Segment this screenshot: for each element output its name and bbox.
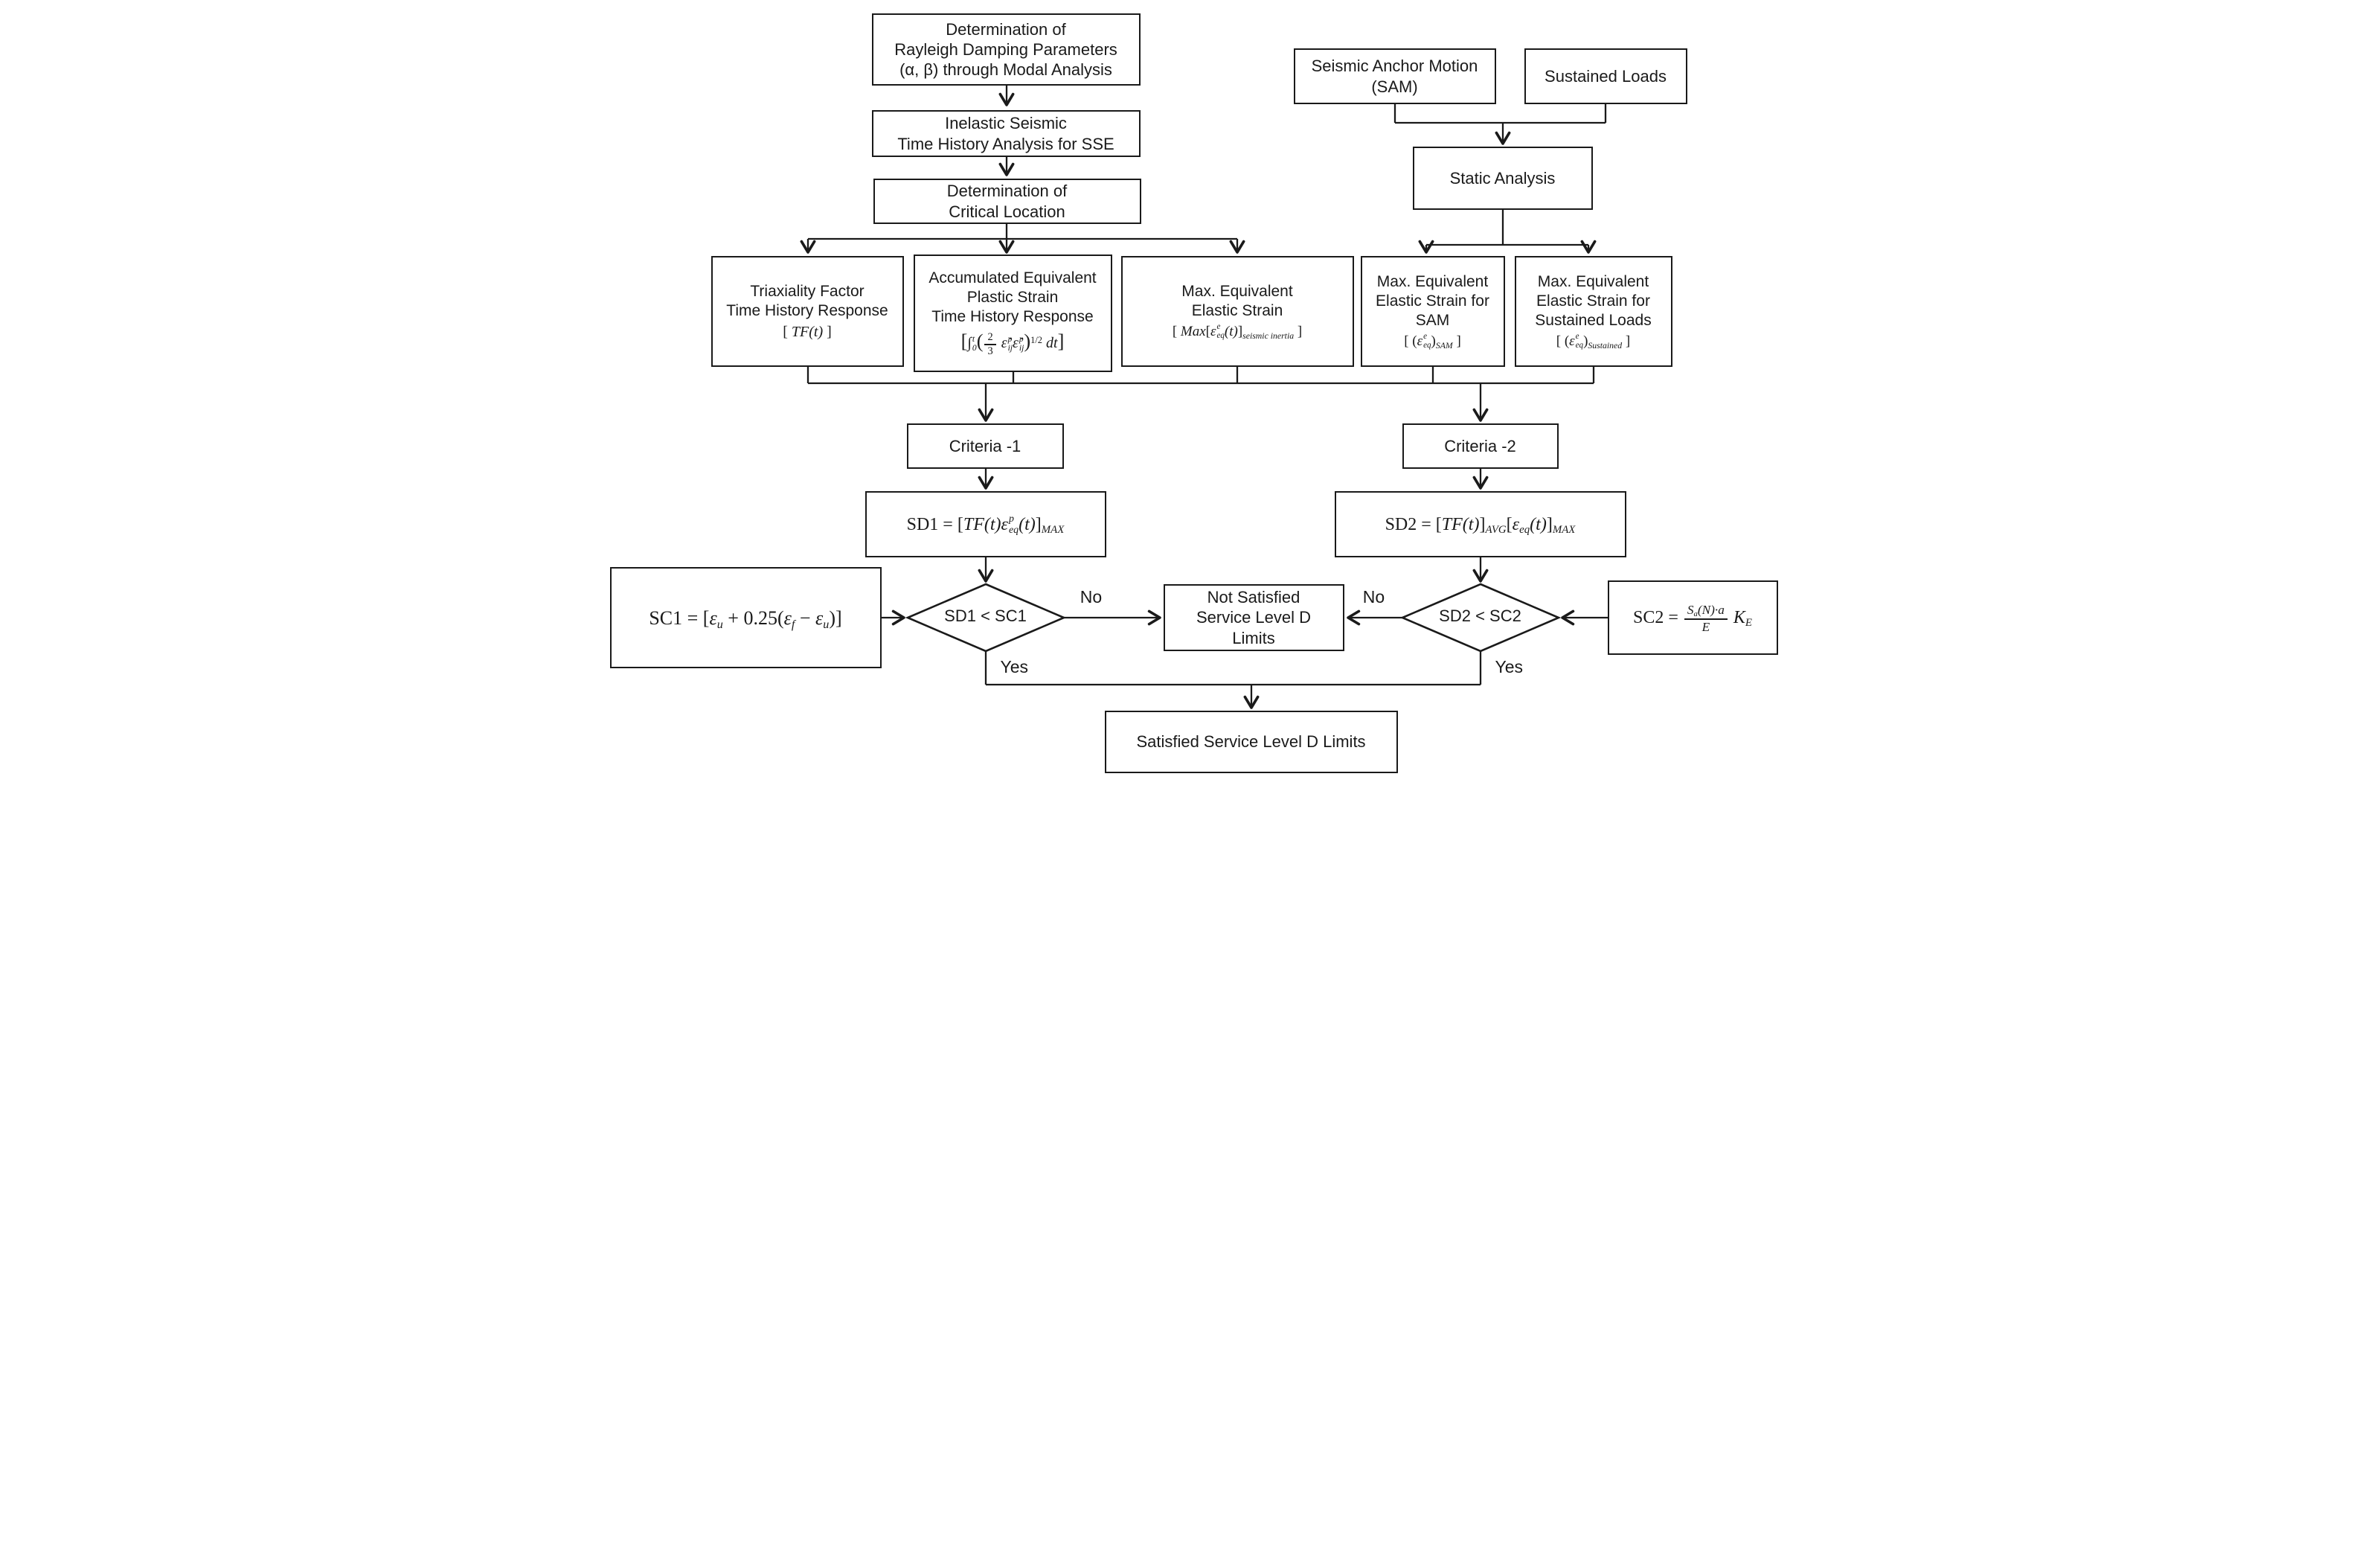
node-formula: SC1 = [εu + 0.25(εf − εu)] <box>649 607 842 631</box>
node-not-satisfied: Not Satisfied Service Level D Limits <box>1163 584 1344 651</box>
node-rayleigh-damping: Determination of Rayleigh Damping Parame… <box>871 13 1141 86</box>
edge-label-no-1: No <box>1080 587 1103 606</box>
node-label-line: Elastic Strain <box>1191 302 1283 320</box>
decision-label-sd2: SD2 < SC2 <box>1439 606 1521 625</box>
node-max-elastic-strain-sustained: Max. Equivalent Elastic Strain for Susta… <box>1514 256 1672 367</box>
flowchart-canvas: Determination of Rayleigh Damping Parame… <box>594 0 1786 781</box>
node-label-line: Criteria -2 <box>1444 436 1516 455</box>
node-label-line: Max. Equivalent <box>1376 273 1489 291</box>
node-label-line: Plastic Strain <box>966 289 1059 307</box>
node-inelastic-seismic: Inelastic Seismic Time History Analysis … <box>871 110 1141 157</box>
node-label-line: Not Satisfied <box>1207 588 1300 607</box>
node-sd2-formula: SD2 = [TF(t)]AVG[εeq(t)]MAX <box>1334 491 1626 557</box>
edge-label-no-2: No <box>1362 587 1385 606</box>
node-sustained-loads: Sustained Loads <box>1524 48 1687 104</box>
edge-label-yes-2: Yes <box>1495 657 1524 676</box>
node-sc1-formula: SC1 = [εu + 0.25(εf − εu)] <box>609 567 882 668</box>
node-label-line: Seismic Anchor Motion <box>1311 57 1478 76</box>
node-label-line: Elastic Strain for <box>1536 292 1650 310</box>
node-formula: SD2 = [TF(t)]AVG[εeq(t)]MAX <box>1385 515 1576 537</box>
node-seismic-anchor-motion: Seismic Anchor Motion (SAM) <box>1293 48 1496 104</box>
node-static-analysis: Static Analysis <box>1412 147 1593 210</box>
node-label-line: Determination of <box>946 182 1068 201</box>
node-max-elastic-strain-sam: Max. Equivalent Elastic Strain for SAM [… <box>1360 256 1505 367</box>
node-label-line: Time History Response <box>931 308 1094 326</box>
node-label-line: Sustained Loads <box>1545 66 1667 86</box>
node-satisfied: Satisfied Service Level D Limits <box>1104 711 1398 773</box>
node-label-line: Sustained Loads <box>1535 312 1652 330</box>
node-label-line: Max. Equivalent <box>1537 273 1649 291</box>
node-formula: [ TF(t) ] <box>783 323 832 340</box>
edge-label-yes-1: Yes <box>1000 657 1029 676</box>
node-label-line: Static Analysis <box>1449 168 1556 188</box>
node-criteria-1: Criteria -1 <box>906 423 1064 469</box>
node-label-line: Criteria -1 <box>949 436 1021 455</box>
node-label-line: Max. Equivalent <box>1181 283 1293 301</box>
node-label-line: Time History Response <box>726 301 888 319</box>
node-label-line: (α, β) through Modal Analysis <box>899 60 1112 80</box>
node-label-line: Triaxiality Factor <box>750 282 865 300</box>
node-label-line: Inelastic Seismic <box>945 114 1067 133</box>
node-label-line: Rayleigh Damping Parameters <box>894 39 1117 59</box>
node-label-line: Accumulated Equivalent <box>928 269 1097 287</box>
node-label-line: Satisfied Service Level D Limits <box>1136 732 1366 752</box>
node-label-line: Time History Analysis for SSE <box>897 134 1114 153</box>
node-label-line: Elastic Strain for <box>1376 292 1489 310</box>
node-label-line: SAM <box>1415 312 1450 330</box>
node-label-line: (SAM) <box>1371 77 1418 96</box>
node-criteria-2: Criteria -2 <box>1402 423 1559 469</box>
node-critical-location: Determination of Critical Location <box>873 179 1141 224</box>
node-label-line: Service Level D <box>1196 608 1312 627</box>
node-label-line: Critical Location <box>949 202 1065 221</box>
node-accumulated-plastic-strain: Accumulated Equivalent Plastic Strain Ti… <box>913 255 1112 372</box>
node-triaxiality-factor: Triaxiality Factor Time History Response… <box>711 256 904 367</box>
node-label-line: Determination of <box>946 19 1066 39</box>
node-label-line: Limits <box>1232 628 1275 647</box>
decision-label-sd1: SD1 < SC1 <box>944 606 1027 625</box>
